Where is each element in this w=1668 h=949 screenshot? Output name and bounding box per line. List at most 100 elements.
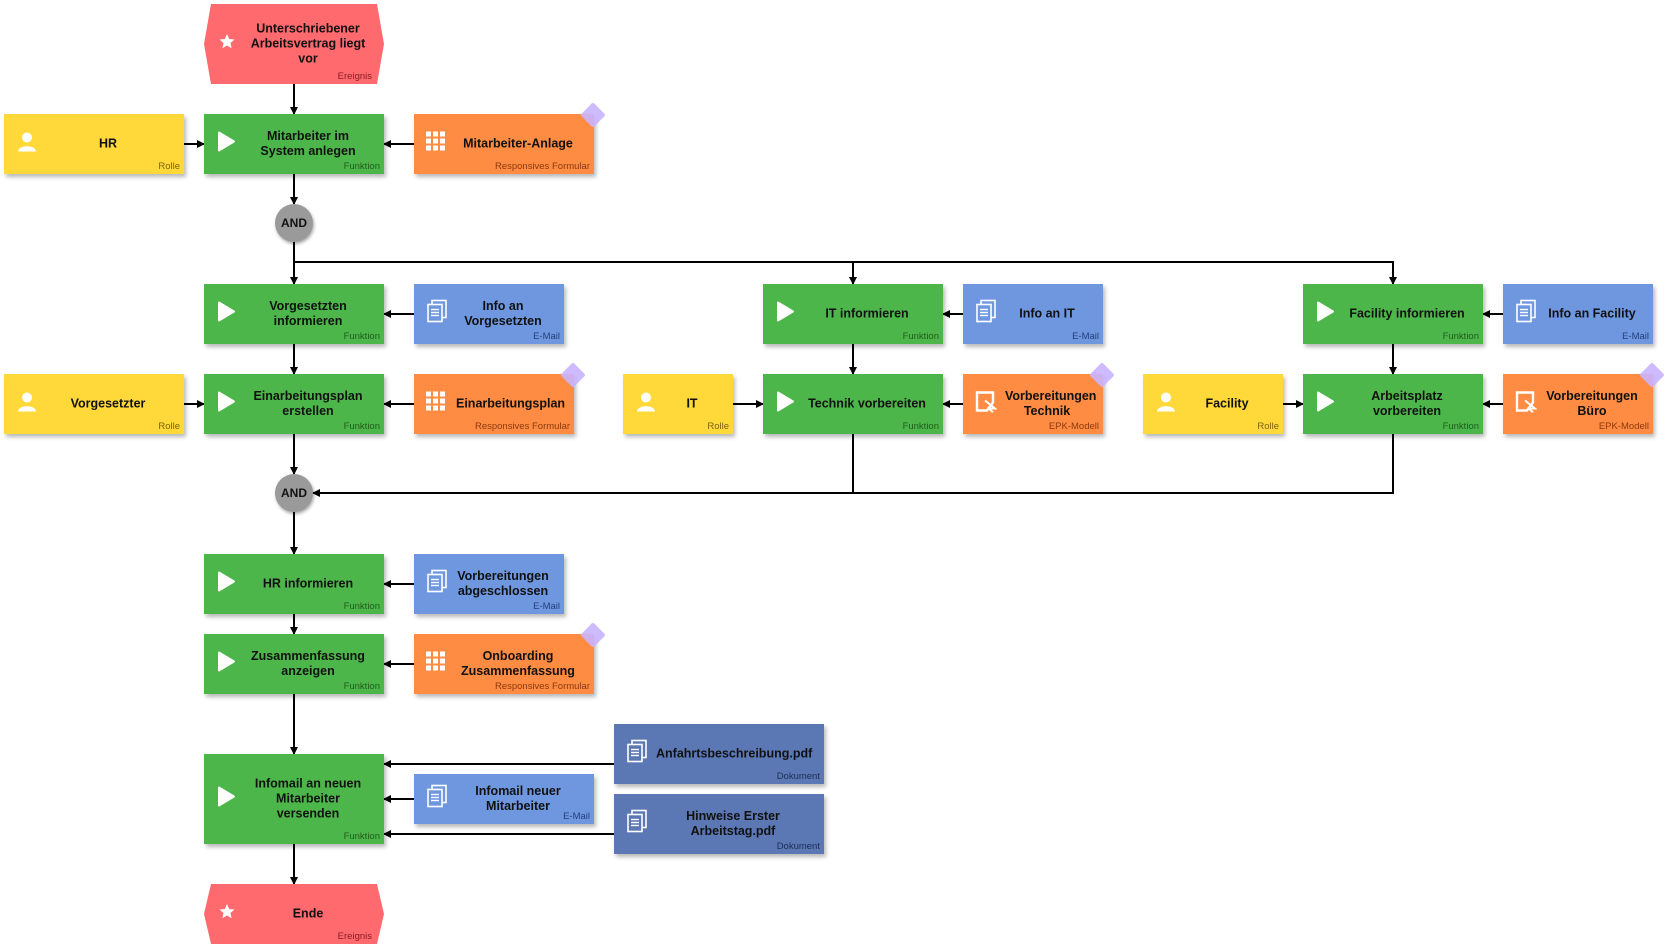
gateway-gate-and-1[interactable]: AND [275,204,313,242]
document-icon [426,784,448,814]
node-type-label: E-Mail [1622,331,1649,342]
node-label: Vorbereitungen abgeschlossen [457,569,549,598]
node-role-hr[interactable]: HR Rolle [4,114,184,174]
person-icon [635,391,657,418]
node-label: Facility [1205,396,1249,411]
document-icon [975,299,997,329]
play-icon [216,786,236,813]
node-label: Anfahrtsbeschreibung.pdf [656,746,813,761]
node-mail-it[interactable]: Info an IT E-Mail [963,284,1103,344]
node-label: Einarbeitungsplan erstellen [253,389,363,418]
node-type-label: Funktion [1442,421,1479,432]
play-icon [1315,391,1335,418]
document-icon [426,569,448,599]
grid-icon [426,651,446,677]
node-label: Ende [292,906,324,921]
node-label: Info an IT [1019,306,1075,321]
node-type-label: Rolle [707,421,729,432]
node-label: Info an Facility [1548,306,1636,321]
node-type-label: Rolle [158,161,180,172]
node-type-label: Funktion [902,331,939,342]
node-label: Infomail an neuen Mitarbeiter versenden [254,776,362,821]
node-type-label: E-Mail [533,601,560,612]
node-label: Unterschriebener Arbeitsvertrag liegt vo… [250,21,366,66]
document-icon [1515,299,1537,329]
node-type-label: Rolle [158,421,180,432]
node-type-label: Ereignis [337,931,372,942]
node-label: Vorgesetzten informieren [269,299,347,328]
node-type-label: Funktion [1442,331,1479,342]
connector-arrow [312,434,854,497]
node-type-label: E-Mail [563,811,590,822]
node-type-label: EPK-Modell [1598,421,1649,432]
grid-icon [426,131,446,157]
node-type-label: E-Mail [1072,331,1099,342]
node-label: Zusammenfassung anzeigen [251,649,365,678]
play-icon [775,301,795,328]
node-label: IT informieren [825,306,909,321]
node-label: Hinweise Erster Arbeitstag.pdf [686,809,780,838]
star-icon [218,33,236,56]
node-label: Vorbereitungen Büro [1546,389,1638,418]
node-type-label: Funktion [343,601,380,612]
node-start-event[interactable]: Unterschriebener Arbeitsvertrag liegt vo… [204,4,384,84]
node-label: HR [98,136,118,151]
node-type-label: Rolle [1257,421,1279,432]
node-label: Info an Vorgesetzten [464,299,542,328]
node-label: Onboarding Zusammenfassung [461,649,575,678]
node-type-label: Responsives Formular [474,421,570,432]
node-label: Facility informieren [1349,306,1465,321]
person-icon [16,131,38,158]
node-type-label: Ereignis [337,71,372,82]
node-label: HR informieren [262,576,354,591]
node-type-label: Funktion [343,681,380,692]
play-icon [216,391,236,418]
node-label: Mitarbeiter-Anlage [463,136,573,151]
node-label: Infomail neuer Mitarbeiter [475,784,561,813]
play-icon [216,651,236,678]
node-type-label: Dokument [776,771,820,782]
gateway-gate-and-2[interactable]: AND [275,474,313,512]
node-type-label: Funktion [343,161,380,172]
node-type-label: Funktion [343,831,380,842]
play-icon [1315,301,1335,328]
node-label: Mitarbeiter im System anlegen [260,129,356,158]
play-icon [216,301,236,328]
node-label: Technik vorbereiten [808,396,926,411]
node-type-label: Funktion [902,421,939,432]
connector-arrow [853,434,1394,494]
play-icon [216,571,236,598]
grid-icon [426,391,446,417]
node-type-label: Responsives Formular [494,681,590,692]
document-icon [626,809,648,839]
model-icon [975,391,998,418]
document-icon [626,739,648,769]
